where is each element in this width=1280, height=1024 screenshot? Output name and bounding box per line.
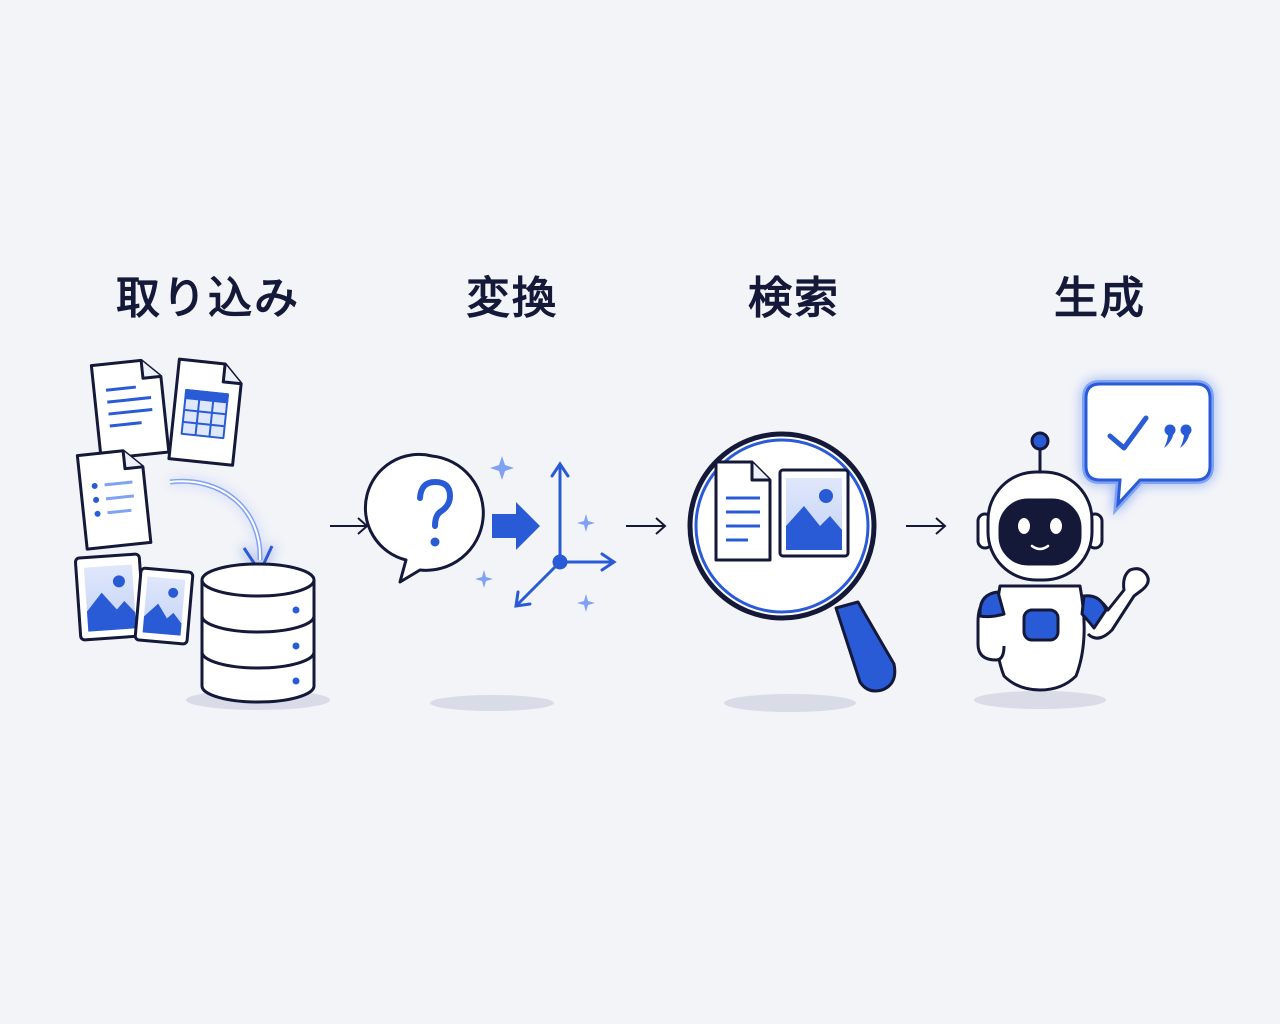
list-document-icon <box>75 449 153 551</box>
right-arrow-icon <box>330 517 369 535</box>
spreadsheet-icon <box>167 357 243 467</box>
stage-title-generate: 生成 <box>1054 273 1146 324</box>
document-icon <box>714 460 772 562</box>
image-icon <box>73 552 147 642</box>
search-illustration <box>687 431 897 693</box>
stage-title-transform: 変換 <box>466 273 558 324</box>
right-arrow-icon <box>906 517 947 535</box>
stage-title-ingest: 取り込み <box>116 273 300 324</box>
checkmark-icon <box>1107 415 1149 451</box>
database-icon <box>200 562 316 704</box>
speech-bubble-icon <box>1082 380 1214 516</box>
ingest-illustration <box>73 357 316 704</box>
stage-title-search: 検索 <box>748 273 840 324</box>
question-bubble-icon <box>363 452 485 584</box>
document-icon <box>89 358 171 461</box>
transform-illustration <box>363 452 617 612</box>
quote-icon <box>1164 424 1192 448</box>
robot-icon <box>976 431 1150 692</box>
generate-illustration <box>976 380 1214 692</box>
vector-axes-icon <box>514 461 617 608</box>
curved-arrow-icon <box>169 478 274 574</box>
image-icon <box>133 566 195 646</box>
ground-shadows <box>186 690 1106 712</box>
right-arrow-icon <box>626 517 667 535</box>
right-arrow-icon <box>492 502 540 550</box>
sparkle-icon <box>475 456 595 612</box>
image-icon <box>778 468 850 558</box>
